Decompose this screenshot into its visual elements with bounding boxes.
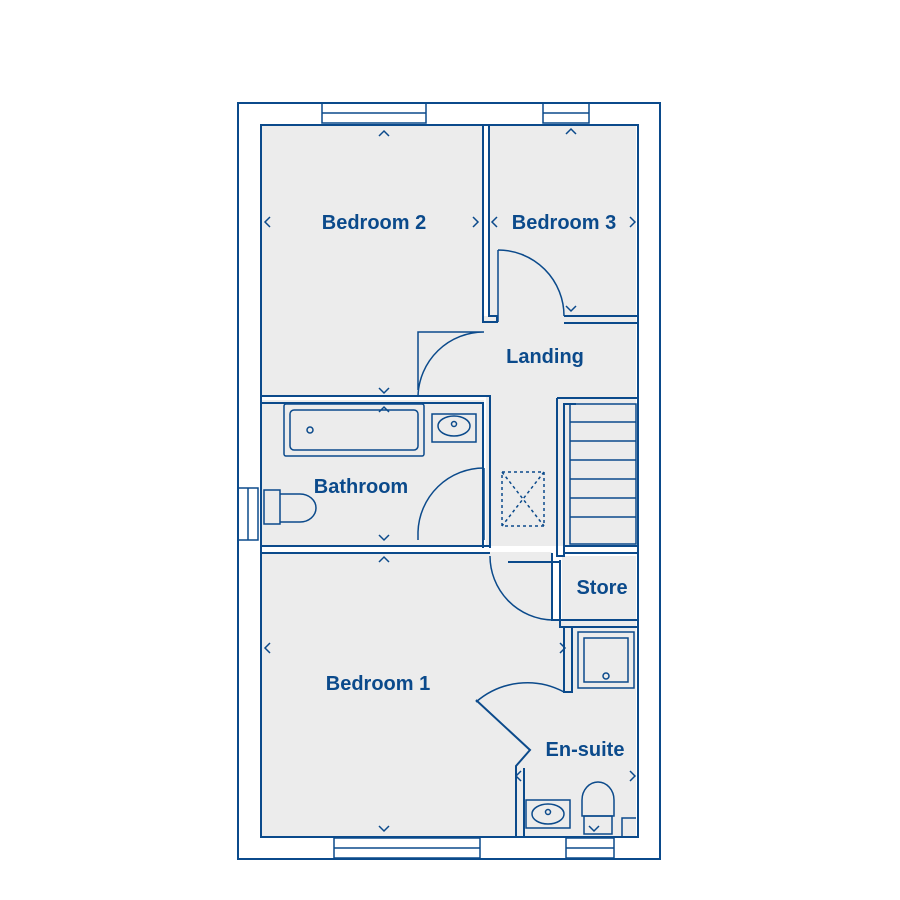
stair-wall bbox=[556, 397, 638, 557]
floor-bathroom bbox=[262, 400, 484, 546]
stairs bbox=[569, 403, 637, 545]
ensuite-vent bbox=[621, 817, 636, 836]
label-landing: Landing bbox=[506, 346, 584, 368]
label-bathroom: Bathroom bbox=[314, 476, 408, 498]
door-ensuite bbox=[475, 682, 565, 703]
shower-tray bbox=[577, 631, 635, 689]
ensuite-toilet bbox=[581, 781, 615, 817]
windows bbox=[237, 102, 615, 859]
outer-wall-outer bbox=[237, 102, 661, 860]
floor-bedroom-1-ext bbox=[552, 620, 572, 692]
floor-landing-top bbox=[420, 316, 636, 396]
floors bbox=[262, 126, 636, 836]
floor-ensuite bbox=[516, 692, 636, 836]
bath-tub bbox=[283, 403, 425, 457]
stair-bottom-wall bbox=[564, 545, 638, 554]
doors bbox=[417, 249, 565, 703]
walls bbox=[237, 102, 661, 860]
fixtures bbox=[263, 403, 636, 836]
label-bedroom-2: Bedroom 2 bbox=[322, 212, 426, 234]
partition-bath-b1 bbox=[261, 545, 490, 554]
ensuite-diag-wall bbox=[475, 699, 532, 836]
bathroom-basin bbox=[431, 413, 477, 443]
door-bathroom bbox=[417, 467, 485, 540]
ensuite-basin bbox=[525, 799, 571, 829]
bathroom-toilet-cistern bbox=[263, 489, 281, 525]
ensuite-wall bbox=[563, 627, 573, 693]
label-bedroom-1: Bedroom 1 bbox=[326, 673, 430, 695]
partition-b2-b3 bbox=[482, 125, 498, 323]
outer-wall-inner bbox=[260, 124, 639, 838]
door-bedroom-3 bbox=[497, 249, 565, 322]
floor-ensuite-top bbox=[572, 620, 636, 694]
loft-hatch bbox=[501, 471, 545, 527]
door-bedroom-2 bbox=[417, 331, 485, 397]
partition-b3-landing bbox=[564, 315, 638, 324]
partition-b2-bath bbox=[261, 395, 491, 548]
floor-bedroom-3 bbox=[490, 126, 636, 316]
label-bedroom-3: Bedroom 3 bbox=[512, 212, 616, 234]
floor-store bbox=[562, 556, 636, 620]
bathroom-toilet-bowl bbox=[280, 493, 317, 523]
room-labels: Bedroom 2 Bedroom 3 Landing Bathroom Sto… bbox=[314, 212, 628, 761]
floor-bedroom-1 bbox=[262, 552, 552, 836]
stair-treads bbox=[569, 403, 637, 545]
label-store: Store bbox=[576, 577, 627, 599]
dimension-markers bbox=[263, 127, 637, 833]
door-bedroom-1 bbox=[489, 555, 553, 621]
label-ensuite: En-suite bbox=[546, 739, 625, 761]
